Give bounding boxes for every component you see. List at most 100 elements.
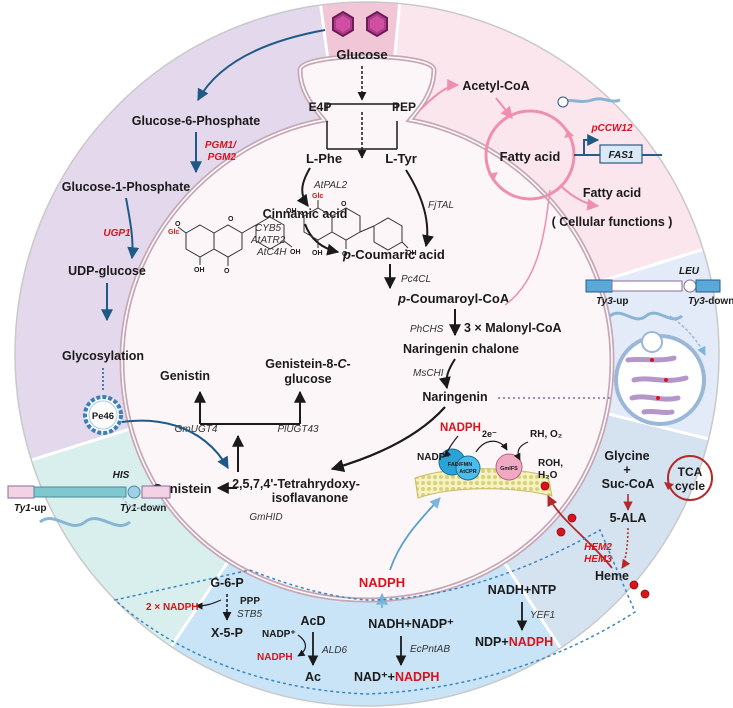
nadph-zone-outline [113,528,636,695]
g1p-label: Glucose-1-Phosphate [62,180,191,194]
pc4cl-label: Pc4CL [401,274,431,285]
pgm2-label: PGM2 [208,152,237,163]
yef1-label: YEF1 [530,610,555,621]
cyb5-label: CYB5 [255,223,282,234]
genistein8c-oh-b: OH [312,250,323,257]
glycine-label: Glycine [604,449,649,463]
tetra-label-1: 2,5,7,4'-Tetrahrydoxy- [232,477,360,491]
pep-label: PEP [392,100,416,114]
genistin-label: Genistin [160,369,210,383]
gmifs-label: GmIFS [500,466,518,472]
nadph-supply-label: NADPH [359,575,405,590]
atatr2-label: AtATR2 [250,235,286,246]
nad-nadph-label: NAD⁺+NADPH [354,670,439,684]
two-nadph-label: 2 × NADPH [146,602,199,613]
plugt43-label: PlUGT43 [277,424,319,435]
cellular-functions-label: ( Cellular functions ) [552,215,673,229]
suc-coa-label: Suc-CoA [602,477,655,491]
fjtal-label: FjTAL [428,200,454,211]
ty1-down-label: Ty1-down [120,503,166,514]
genistein8c-structure [296,200,409,251]
roh-label: ROH, [538,458,563,469]
acetyl-coa-label: Acetyl-CoA [462,79,529,93]
atcpr-label: AtCPR [459,469,476,475]
nucleus-chromosomes [614,331,706,426]
leu-label: LEU [679,266,700,277]
hem3-label: HEM3 [584,554,612,565]
nadph-ald6-label: NADPH [257,652,293,663]
ald6-label: ALD6 [321,645,347,656]
his-label: HIS [113,470,130,481]
atc4h-label: AtC4H [256,247,287,258]
ac-label: Ac [305,670,321,684]
nadp-plus-bottom-label: NADP⁺ [262,629,296,640]
genistin-glc: Glc [168,229,179,236]
genistein8c-oh-c: OH [406,250,417,257]
pe46-label: Pe46 [92,411,114,422]
tca-cycle [664,455,713,501]
pe46-plasmid [83,395,123,435]
ty3-construct [585,279,721,321]
stb5-label: STB5 [237,609,262,620]
ndp-nadph-label: NDP+NADPH [475,635,553,649]
genistin-structure [177,216,293,266]
pcoumaric-label: p-Coumaric acid [342,247,445,262]
atpal2-label: AtPAL2 [313,180,348,191]
heme-label: Heme [595,569,629,583]
genistin-oh: OH [194,267,205,274]
ala-label: 5-ALA [610,511,647,525]
nadh-ntp-label: NADH+NTP [488,583,556,597]
genistein8c-oh-a: OH [286,208,297,215]
malonyl-label: 3 × Malonyl-CoA [464,321,562,335]
nadph-cpr-label: NADPH [440,422,481,434]
genistin-o-ring: O [228,216,234,223]
nadp-plus-label: NADP⁺ [417,452,451,463]
pccw12-fas1-construct [557,96,662,164]
naringenin-label: Naringenin [422,390,487,404]
tca-label-2: cycle [675,479,705,493]
genistin-o-keto: O [224,268,230,275]
glucose-label: Glucose [336,47,387,62]
plus-label: + [623,463,630,477]
electrons-label: 2e⁻ [482,429,497,439]
gmugt4-label: GmUGT4 [175,424,218,435]
fad-fmn-label: FAD/FMN [448,462,472,468]
lphe-label: L-Phe [306,151,342,166]
glucose-icons [332,10,388,38]
acd-label: AcD [300,614,325,628]
udp-glucose-label: UDP-glucose [68,264,146,278]
cinnamic-label: Cinnamic acid [263,207,348,221]
er-membrane [414,448,553,499]
tetra-label-2: isoflavanone [272,491,348,505]
fatty-acid-2-label: Fatty acid [583,186,641,200]
rh-o2-label: RH, O₂ [530,429,562,440]
phchs-label: PhCHS [410,324,444,335]
pgm1-label: PGM1/ [205,140,237,151]
tca-label-1: TCA [678,465,703,479]
g6p-label: Glucose-6-Phosphate [132,114,261,128]
genistein8c-label-2: glucose [284,372,331,386]
genistin-oh-b: OH [290,249,301,256]
pcoumaroyl-label: p-Coumaroyl-CoA [397,291,510,306]
chalcone-label: Naringenin chalone [403,342,519,356]
nadh-nadp-label: NADH+NADP⁺ [368,617,454,631]
h2o-label: H₂O [538,470,558,481]
heme-dot-cell [540,481,550,491]
genistein8c-glc: Glc [312,193,323,200]
g6p-bottom-label: G-6-P [210,576,243,590]
gmhid-label: GmHID [249,512,282,523]
ecpntab-label: EcPntAB [410,644,450,655]
glycosylation-label: Glycosylation [62,349,144,363]
genistein8c-label: Genistein-8-C- [265,357,350,371]
fatty-acid-label: Fatty acid [500,149,561,164]
ty1-up-label: Ty1-up [14,503,46,514]
genistin-o-glc: O [175,221,181,228]
mschi-label: MsCHI [413,368,444,379]
x5p-label: X-5-P [211,626,243,640]
ty3-down-label: Ty3-down [688,296,733,307]
genistein8c-o-keto: O [342,251,348,258]
ugp1-label: UGP1 [103,228,131,239]
ty3-up-label: Ty3-up [596,296,628,307]
